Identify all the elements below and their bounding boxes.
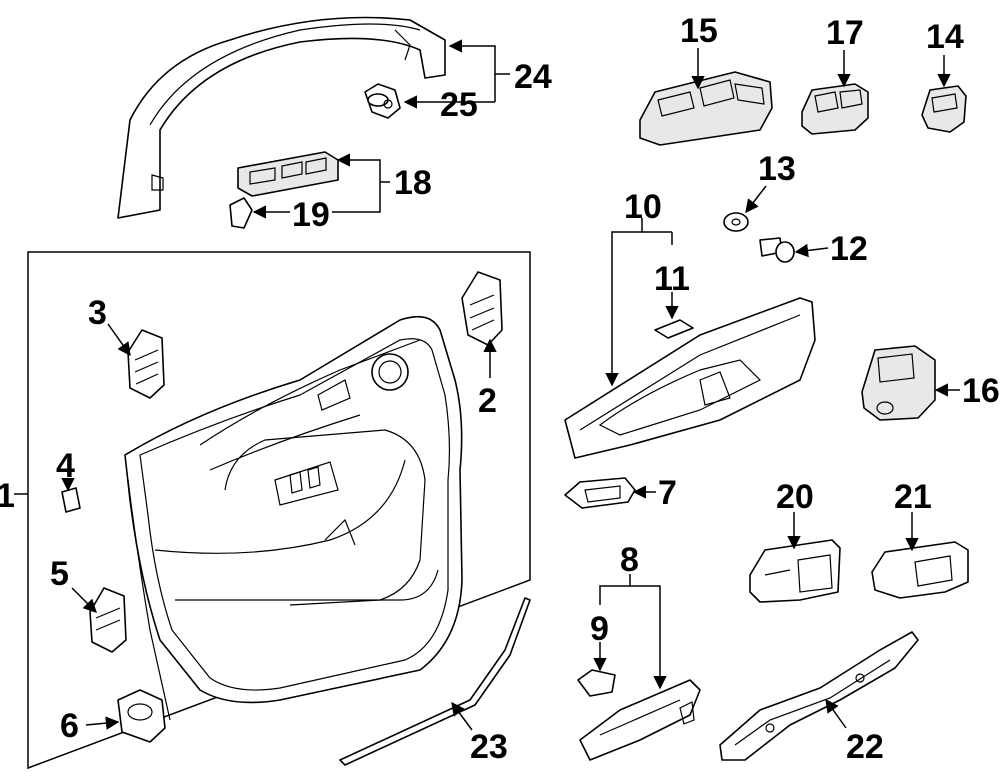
part-13-washer	[723, 212, 749, 232]
part-9-clip	[577, 669, 616, 697]
callout-24: 24	[514, 58, 552, 96]
callout-18: 18	[394, 164, 432, 202]
callout-14: 14	[926, 18, 964, 56]
callout-13: 13	[758, 150, 796, 188]
callout-11: 11	[654, 260, 690, 298]
callout-20: 20	[776, 478, 814, 516]
callout-17: 17	[826, 14, 864, 52]
callout-5: 5	[50, 555, 69, 593]
callout-8: 8	[620, 541, 639, 579]
part-11-pad	[654, 319, 694, 339]
part-20-handle-housing	[749, 539, 841, 603]
callout-21: 21	[894, 478, 932, 516]
part-18-switch-bezel	[237, 151, 339, 197]
trim-edge-seal	[127, 479, 171, 721]
part-10-armrest	[564, 297, 816, 459]
callout-4: 4	[56, 447, 75, 485]
callout-22: 22	[846, 728, 884, 766]
part-2-bracket	[461, 271, 503, 346]
callout-6: 6	[60, 707, 79, 745]
part-5-bracket	[89, 587, 127, 653]
callout-labels: 1 2 3 4 5 6 7 8 9 10 11 12 13 14 15 16 1…	[0, 12, 1000, 766]
callout-15: 15	[680, 12, 718, 50]
leader-lines	[14, 39, 960, 731]
part-6-bracket	[117, 689, 166, 743]
part-25-push-retainer	[364, 83, 401, 119]
callout-1: 1	[0, 477, 15, 515]
part-17-switch	[801, 83, 869, 135]
part-3-bracket	[127, 329, 165, 399]
callout-2: 2	[478, 382, 497, 420]
part-14-switch	[921, 85, 967, 133]
callout-16: 16	[962, 372, 1000, 410]
part-19-clip	[229, 197, 253, 229]
door-panel-frame	[27, 251, 531, 770]
part-4-clip	[61, 487, 81, 513]
callout-23: 23	[470, 728, 508, 766]
callout-10: 10	[624, 188, 662, 226]
part-24-trim-molding	[117, 16, 446, 219]
part-8-pull-cup	[579, 679, 701, 761]
door-trim-panel	[124, 315, 463, 704]
callout-3: 3	[88, 294, 107, 332]
part-23-weatherstrip	[339, 597, 531, 766]
callout-9: 9	[590, 610, 609, 648]
callout-25: 25	[440, 86, 478, 124]
callout-7: 7	[658, 474, 677, 512]
part-16-switch	[861, 345, 936, 421]
part-22-reinforcement-bracket	[719, 631, 919, 761]
part-21-handle-housing	[871, 541, 969, 599]
part-12-screw	[759, 237, 795, 263]
callout-19: 19	[292, 196, 330, 234]
callout-12: 12	[830, 230, 868, 268]
part-7-door-handle	[564, 477, 636, 509]
part-15-window-switch	[639, 71, 773, 146]
